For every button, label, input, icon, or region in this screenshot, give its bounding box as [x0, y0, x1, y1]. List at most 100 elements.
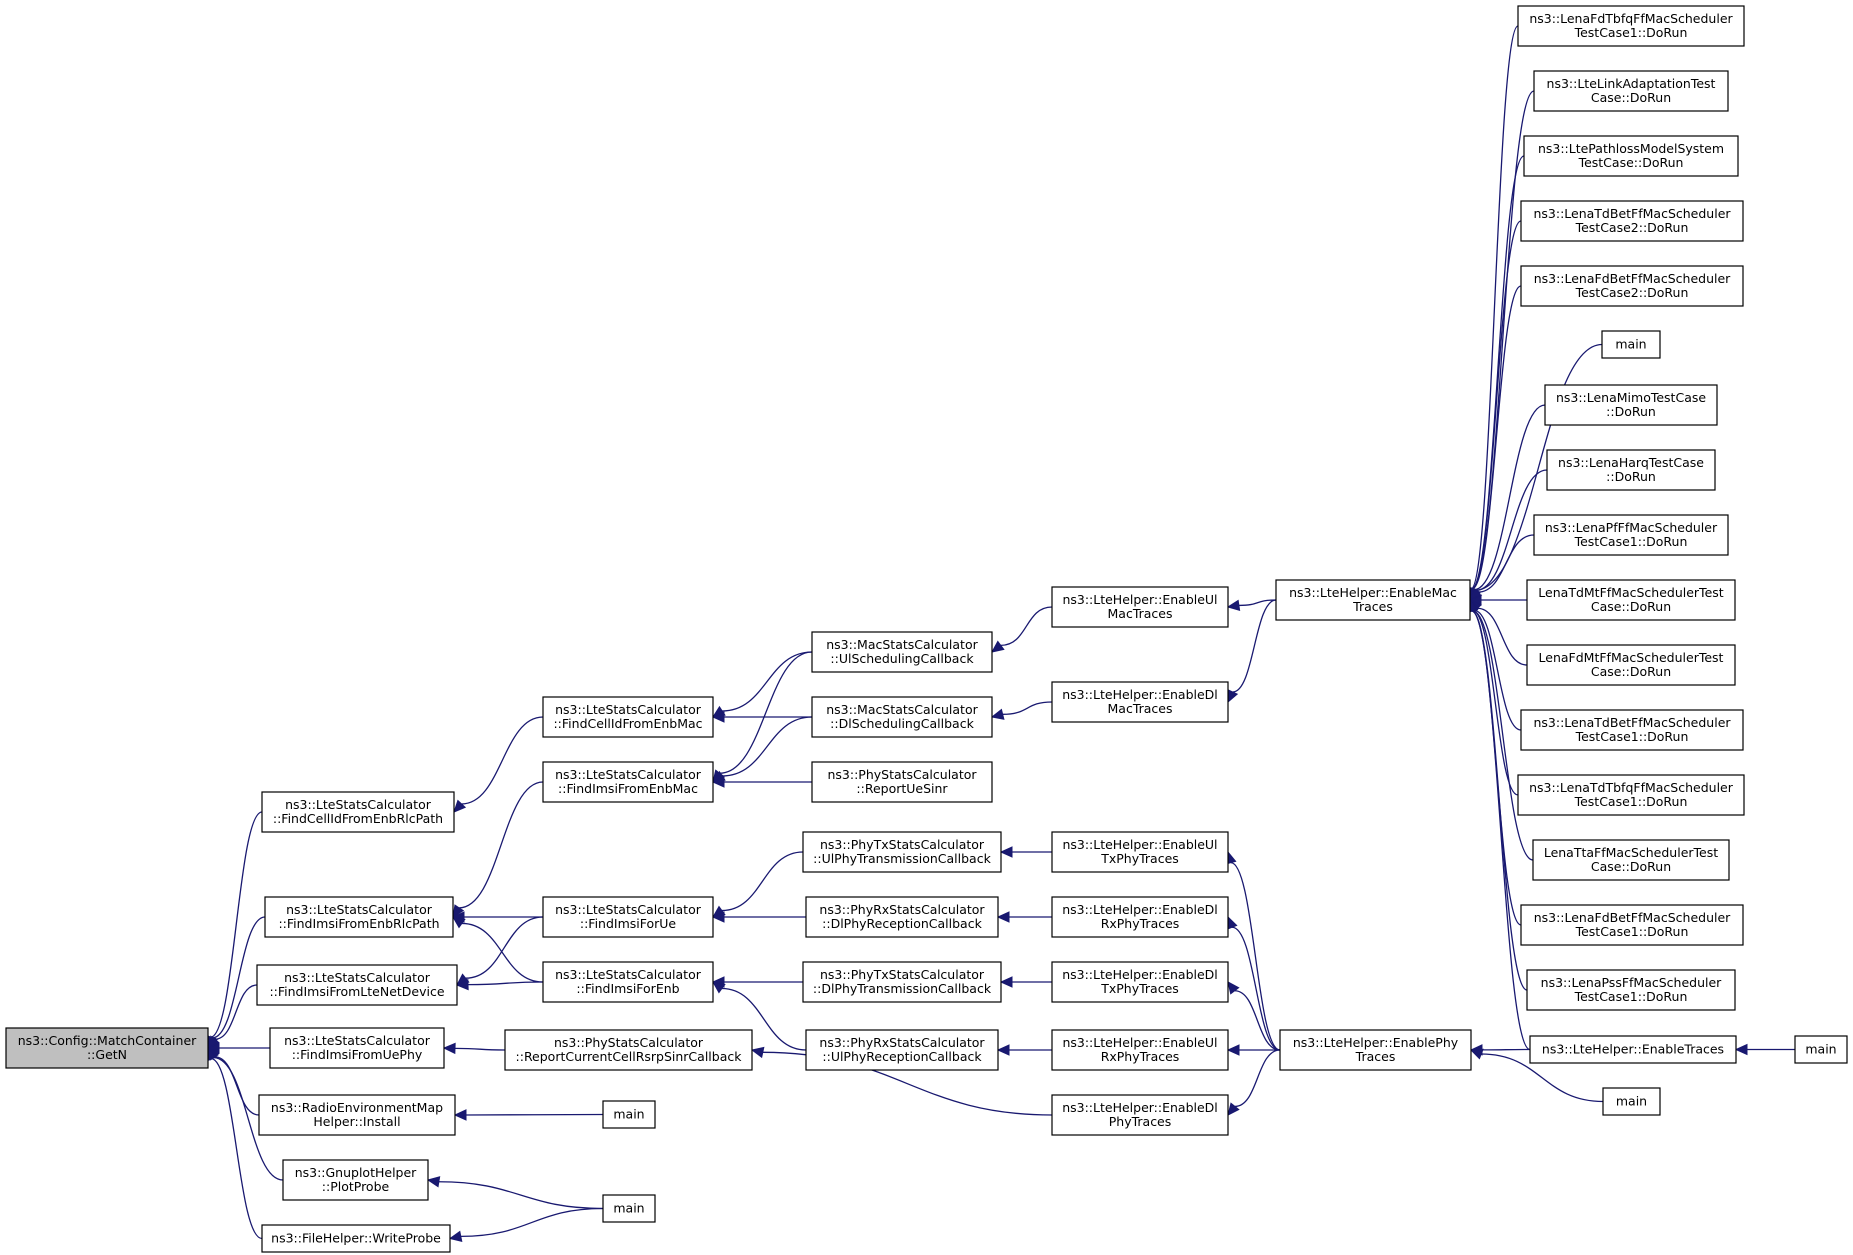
- node-t3[interactable]: ns3::LtePathlossModelSystemTestCase::DoR…: [1523, 135, 1739, 177]
- node-label-line: ns3::LteStatsCalculator: [284, 1033, 431, 1048]
- node-main_phy[interactable]: main: [1602, 1087, 1661, 1116]
- node-main_traces[interactable]: main: [1794, 1035, 1848, 1064]
- node-label-line: Case::DoRun: [1591, 664, 1671, 679]
- node-imsienb[interactable]: ns3::LteStatsCalculator::FindImsiForEnb: [542, 961, 714, 1003]
- arrowhead: [1734, 1043, 1748, 1056]
- node-imsirlc[interactable]: ns3::LteStatsCalculator::FindImsiFromEnb…: [264, 896, 454, 938]
- node-cellrlc[interactable]: ns3::LteStatsCalculator::FindCellIdFromE…: [261, 791, 455, 833]
- edge-line: [1477, 607, 1528, 666]
- edge-line: [1238, 599, 1277, 607]
- node-gnuplot[interactable]: ns3::GnuplotHelper::PlotProbe: [282, 1159, 429, 1201]
- node-box: [1526, 969, 1736, 1011]
- node-rsrpsinr[interactable]: ns3::PhyStatsCalculator::ReportCurrentCe…: [504, 1029, 753, 1071]
- node-t13[interactable]: ns3::LenaTdTbfqFfMacSchedulerTestCase1::…: [1517, 774, 1745, 816]
- node-t9[interactable]: ns3::LenaPfFfMacSchedulerTestCase1::DoRu…: [1533, 514, 1729, 556]
- node-label-line: ns3::LenaTdBetFfMacScheduler: [1533, 206, 1731, 221]
- node-label-line: ns3::LenaFdTbfqFfMacScheduler: [1529, 11, 1733, 26]
- node-box: [1601, 330, 1661, 359]
- node-t4[interactable]: ns3::LenaTdBetFfMacSchedulerTestCase2::D…: [1520, 200, 1744, 242]
- node-box: [258, 1094, 456, 1136]
- node-box: [1526, 579, 1736, 621]
- node-label-line: ::DoRun: [1606, 404, 1656, 419]
- node-t1[interactable]: ns3::LenaFdTbfqFfMacSchedulerTestCase1::…: [1517, 5, 1745, 47]
- node-label-line: ::FindImsiForEnb: [576, 981, 679, 996]
- edge-cellrlc-to-getn: [204, 811, 263, 1050]
- node-label-line: Helper::Install: [313, 1114, 400, 1129]
- node-uesinr[interactable]: ns3::PhyStatsCalculator::ReportUeSinr: [811, 761, 993, 803]
- node-filehelper[interactable]: ns3::FileHelper::WriteProbe: [261, 1224, 451, 1253]
- node-label-line: TestCase::DoRun: [1578, 155, 1684, 170]
- node-box: [602, 1194, 656, 1223]
- node-ultx[interactable]: ns3::PhyTxStatsCalculator::UlPhyTransmis…: [802, 831, 1002, 873]
- node-dltx[interactable]: ns3::PhyTxStatsCalculator::DlPhyTransmis…: [802, 961, 1002, 1003]
- node-ulsched[interactable]: ns3::MacStatsCalculator::UlSchedulingCal…: [811, 631, 993, 673]
- node-label-line: ::UlSchedulingCallback: [830, 651, 974, 666]
- edge-main_traces-to-entraces: [1734, 1043, 1795, 1056]
- node-t5[interactable]: ns3::LenaFdBetFfMacSchedulerTestCase2::D…: [1520, 265, 1744, 307]
- arrowhead: [750, 1046, 765, 1059]
- arrowhead: [990, 708, 1005, 720]
- node-main_probe[interactable]: main: [602, 1194, 656, 1223]
- node-t6[interactable]: main: [1601, 330, 1661, 359]
- edge-t13-to-enmac: [1467, 598, 1519, 796]
- node-dlsched[interactable]: ns3::MacStatsCalculator::DlSchedulingCal…: [811, 696, 993, 738]
- arrowhead: [1227, 981, 1240, 995]
- node-cellenbmac[interactable]: ns3::LteStatsCalculator::FindCellIdFromE…: [542, 696, 714, 738]
- node-imsienbmac[interactable]: ns3::LteStatsCalculator::FindImsiFromEnb…: [542, 761, 714, 803]
- edge-t12-to-enmac: [1468, 598, 1522, 731]
- node-label-line: ::FindImsiFromLteNetDevice: [269, 984, 444, 999]
- node-label-line: ::PlotProbe: [322, 1179, 390, 1194]
- node-box: [1051, 831, 1229, 873]
- edge-enphy-to-enul_tx: [1225, 850, 1281, 1051]
- node-label-line: TestCase1::DoRun: [1574, 25, 1688, 40]
- node-label-line: ::DlPhyTransmissionCallback: [813, 981, 992, 996]
- edge-enmac-to-endl_mac: [1227, 599, 1277, 704]
- node-box: [1517, 5, 1745, 47]
- arrowhead: [426, 1176, 441, 1188]
- node-t7[interactable]: ns3::LenaMimoTestCase::DoRun: [1544, 384, 1718, 426]
- node-label-line: ns3::MacStatsCalculator: [826, 702, 978, 717]
- node-box: [1051, 961, 1229, 1003]
- node-imsiuephy[interactable]: ns3::LteStatsCalculator::FindImsiFromUeP…: [269, 1027, 445, 1069]
- edge-t3-to-enmac: [1465, 155, 1525, 602]
- node-getn[interactable]: ns3::Config::MatchContainer::GetN: [5, 1027, 209, 1069]
- node-imsilte[interactable]: ns3::LteStatsCalculator::FindImsiFromLte…: [256, 964, 458, 1006]
- node-label-line: ns3::LenaPfFfMacScheduler: [1545, 520, 1718, 535]
- node-box: [1526, 644, 1736, 686]
- node-main_rem[interactable]: main: [602, 1100, 656, 1129]
- node-t16[interactable]: ns3::LenaPssFfMacSchedulerTestCase1::DoR…: [1526, 969, 1736, 1011]
- arrowhead: [1227, 1102, 1240, 1116]
- node-label-line: ns3::LteStatsCalculator: [285, 797, 432, 812]
- node-label-line: Case::DoRun: [1591, 599, 1671, 614]
- node-box: [1533, 514, 1729, 556]
- node-t12[interactable]: ns3::LenaTdBetFfMacSchedulerTestCase1::D…: [1520, 709, 1744, 751]
- node-entraces[interactable]: ns3::LteHelper::EnableTraces: [1529, 1035, 1737, 1064]
- node-label-line: ns3::LteHelper::EnableDl: [1062, 687, 1218, 702]
- node-box: [1602, 1087, 1661, 1116]
- node-t15[interactable]: ns3::LenaFdBetFfMacSchedulerTestCase1::D…: [1520, 904, 1744, 946]
- node-ulrx[interactable]: ns3::PhyRxStatsCalculator::UlPhyReceptio…: [805, 1029, 999, 1071]
- node-label-line: ns3::PhyRxStatsCalculator: [819, 1035, 985, 1050]
- node-dlrx[interactable]: ns3::PhyRxStatsCalculator::DlPhyReceptio…: [805, 896, 999, 938]
- node-imsiue[interactable]: ns3::LteStatsCalculator::FindImsiForUe: [542, 896, 714, 938]
- node-t8[interactable]: ns3::LenaHarqTestCase::DoRun: [1546, 449, 1716, 491]
- node-label-line: ns3::LteStatsCalculator: [555, 767, 702, 782]
- node-label-line: Case::DoRun: [1591, 90, 1671, 105]
- node-box: [811, 631, 993, 673]
- arrowhead: [1226, 599, 1241, 612]
